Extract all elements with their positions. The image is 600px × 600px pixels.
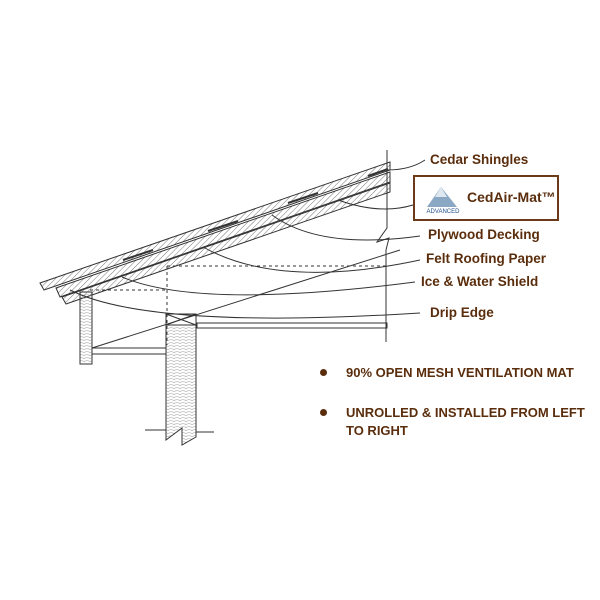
leader-cedar-shingles	[386, 159, 426, 171]
dashed-lines	[90, 265, 387, 345]
label-cedair-mat: CedAir-Mat™	[467, 189, 556, 205]
bullet-item: 90% OPEN MESH VENTILATION MAT	[320, 364, 586, 382]
label-cedar-shingles: Cedar Shingles	[430, 152, 529, 167]
shingle-course-marks	[122, 168, 389, 261]
shingle-layer	[39, 161, 391, 291]
bullet-item: UNROLLED & INSTALLED FROM LEFT TO RIGHT	[320, 404, 586, 440]
ceiling-joist	[196, 322, 388, 329]
diagonal-line	[91, 249, 401, 349]
leader-ice-water	[121, 276, 416, 296]
leader-plywood	[271, 214, 421, 241]
wall-post	[165, 325, 197, 446]
leader-felt	[202, 246, 421, 273]
bullet-text: UNROLLED & INSTALLED FROM LEFT TO RIGHT	[346, 405, 585, 438]
mountain-logo-icon: ADVANCED	[427, 187, 461, 215]
label-ice-water-shield: Ice & Water Shield	[421, 274, 539, 289]
label-plywood-decking: Plywood Decking	[428, 227, 540, 242]
bullet-text: 90% OPEN MESH VENTILATION MAT	[346, 365, 574, 380]
label-felt-roofing-paper: Felt Roofing Paper	[426, 251, 547, 266]
bullet-dot	[320, 369, 327, 376]
svg-text:ADVANCED: ADVANCED	[427, 209, 461, 215]
soffit-joist	[91, 347, 167, 355]
floor-lines	[145, 325, 214, 433]
bullet-dot	[320, 409, 327, 416]
product-callout-box: ADVANCED CedAir-Mat™	[413, 175, 559, 221]
leader-drip-edge	[69, 289, 421, 319]
label-drip-edge: Drip Edge	[430, 305, 494, 320]
top-plate	[165, 313, 197, 326]
fascia-board	[79, 291, 93, 365]
leader-cedair-mat	[337, 199, 414, 210]
mat-layer	[55, 171, 391, 298]
